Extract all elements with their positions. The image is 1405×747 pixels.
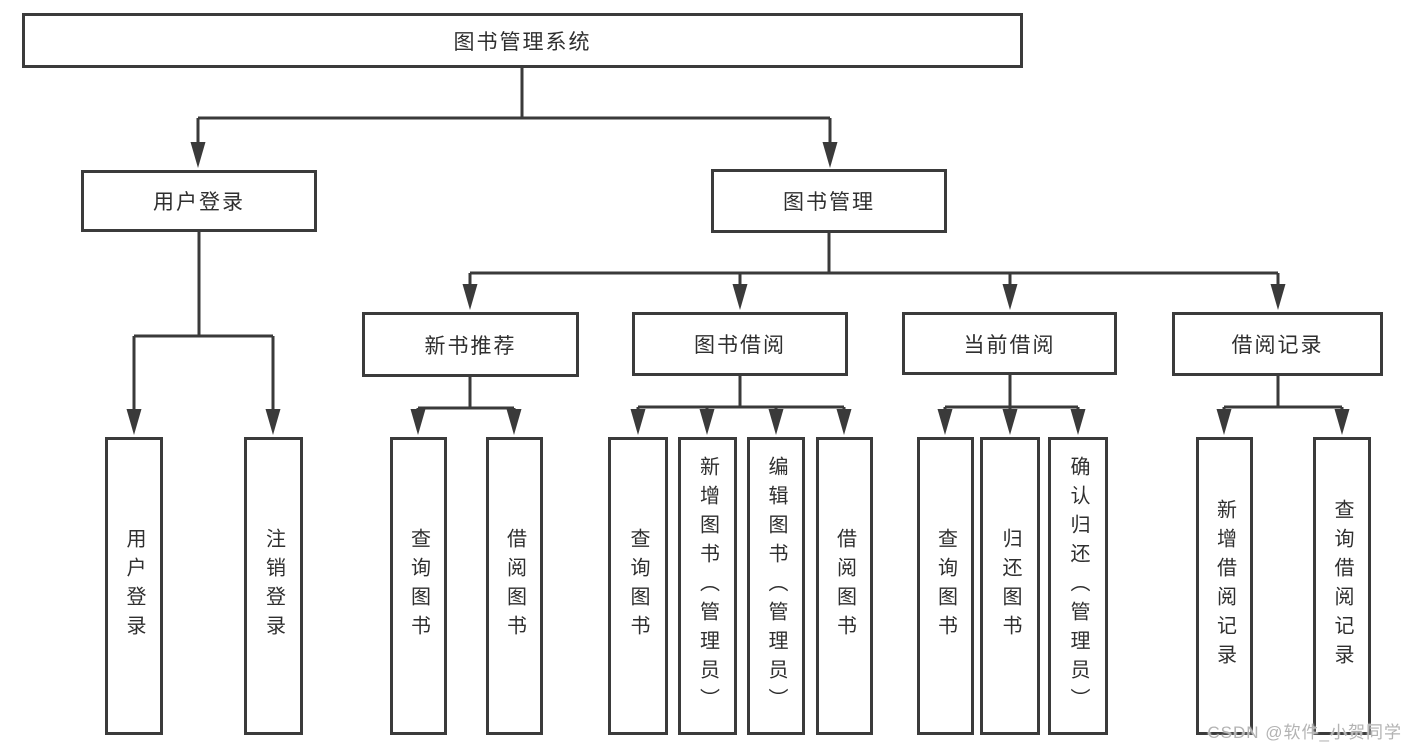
node-new-book-recommendation: 新书推荐 bbox=[362, 312, 579, 377]
connector-login-children bbox=[132, 232, 275, 419]
node-label: 确认归还（管理员） bbox=[1067, 455, 1089, 717]
node-return-books: 归还图书 bbox=[980, 437, 1040, 735]
node-confirm-return-admin: 确认归还（管理员） bbox=[1048, 437, 1108, 735]
node-label: 查询图书 bbox=[627, 528, 649, 644]
node-current-borrowing: 当前借阅 bbox=[902, 312, 1117, 375]
node-user-login-leaf: 用户登录 bbox=[105, 437, 163, 735]
arrowhead-icon bbox=[506, 409, 522, 435]
arrowhead-icon bbox=[410, 409, 426, 435]
arrowhead-icon bbox=[836, 409, 852, 435]
arrowhead-icon bbox=[1270, 284, 1286, 310]
node-label: 新增借阅记录 bbox=[1213, 499, 1236, 673]
node-label: 图书借阅 bbox=[694, 334, 786, 357]
connector-newbook-children bbox=[416, 377, 516, 419]
arrowhead-icon bbox=[1002, 284, 1018, 310]
node-library-management-system: 图书管理系统 bbox=[22, 13, 1023, 68]
node-logout: 注销登录 bbox=[244, 437, 303, 735]
node-label: 借阅图书 bbox=[833, 528, 856, 644]
connector-borrow-children bbox=[636, 376, 846, 419]
connector-management-to-level3 bbox=[468, 233, 1280, 294]
arrowhead-icon bbox=[1334, 409, 1350, 435]
connector-root-to-level2 bbox=[196, 68, 832, 152]
node-query-books: 查询图书 bbox=[608, 437, 668, 735]
node-book-management: 图书管理 bbox=[711, 169, 947, 233]
arrowhead-icon bbox=[1216, 409, 1232, 435]
arrowhead-icon bbox=[822, 142, 838, 168]
arrowhead-icon bbox=[126, 409, 142, 435]
node-borrow-books: 借阅图书 bbox=[816, 437, 873, 735]
arrowhead-icon bbox=[1002, 409, 1018, 435]
node-label: 查询图书 bbox=[934, 528, 957, 644]
connector-records-children bbox=[1222, 376, 1344, 419]
arrowhead-icon bbox=[768, 409, 784, 435]
csdn-watermark: CSDN @软件_小贺同学 bbox=[1207, 723, 1402, 742]
node-query-books: 查询图书 bbox=[917, 437, 974, 735]
arrowhead-icon bbox=[699, 409, 715, 435]
node-label: 用户登录 bbox=[153, 191, 245, 214]
node-label: 图书管理系统 bbox=[453, 30, 592, 54]
arrowhead-icon bbox=[937, 409, 953, 435]
node-add-books-admin: 新增图书（管理员） bbox=[678, 437, 737, 735]
node-label: 归还图书 bbox=[999, 528, 1021, 644]
node-user-login: 用户登录 bbox=[81, 170, 317, 232]
node-book-borrowing: 图书借阅 bbox=[632, 312, 848, 376]
arrowhead-icon bbox=[1070, 409, 1086, 435]
node-label: 借阅图书 bbox=[503, 528, 526, 644]
arrowhead-icon bbox=[190, 142, 206, 168]
node-add-borrow-record: 新增借阅记录 bbox=[1196, 437, 1253, 735]
node-label: 用户登录 bbox=[123, 528, 145, 644]
node-edit-books-admin: 编辑图书（管理员） bbox=[747, 437, 805, 735]
node-label: 当前借阅 bbox=[963, 333, 1056, 357]
node-label: 新增图书（管理员） bbox=[696, 455, 719, 717]
node-label: 查询图书 bbox=[407, 528, 430, 644]
node-label: 图书管理 bbox=[783, 191, 875, 214]
node-query-borrow-record: 查询借阅记录 bbox=[1313, 437, 1371, 735]
node-label: 查询借阅记录 bbox=[1331, 499, 1353, 673]
arrowhead-icon bbox=[630, 409, 646, 435]
node-label: 注销登录 bbox=[262, 528, 285, 644]
arrowhead-icon bbox=[462, 284, 478, 310]
node-borrowing-records: 借阅记录 bbox=[1172, 312, 1383, 376]
node-label: 借阅记录 bbox=[1231, 334, 1324, 357]
node-borrow-books: 借阅图书 bbox=[486, 437, 543, 735]
node-query-books: 查询图书 bbox=[390, 437, 447, 735]
arrowhead-icon bbox=[265, 409, 281, 435]
node-label: 新书推荐 bbox=[424, 334, 517, 358]
node-label: 编辑图书（管理员） bbox=[765, 455, 787, 717]
arrowhead-icon bbox=[732, 284, 748, 310]
